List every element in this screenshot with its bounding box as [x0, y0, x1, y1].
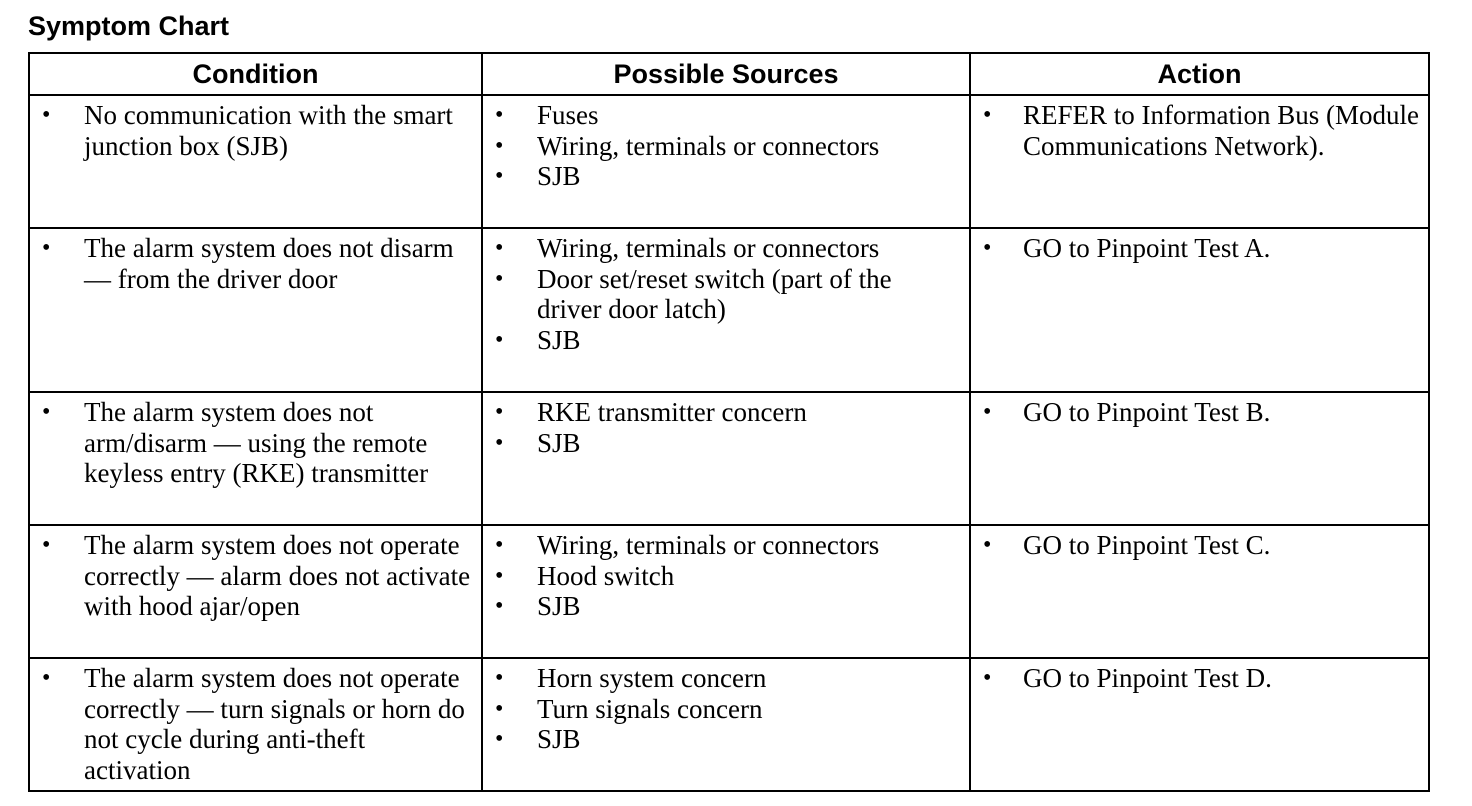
condition-cell: The alarm system does not operate correc…: [28, 657, 483, 792]
table-row: The alarm system does not operate correc…: [28, 657, 1430, 792]
action-item: GO to Pinpoint Test C.: [971, 530, 1428, 561]
sources-cell: Wiring, terminals or connectors Hood swi…: [481, 524, 971, 659]
page-title: Symptom Chart: [28, 11, 230, 41]
source-item: SJB: [483, 428, 969, 459]
sources-cell: Horn system concern Turn signals concern…: [481, 657, 971, 792]
source-item: Turn signals concern: [483, 694, 969, 725]
column-header-condition: Condition: [28, 52, 483, 96]
table-header-row: Condition Possible Sources Action: [28, 52, 1430, 96]
source-item: SJB: [483, 161, 969, 192]
sources-cell: RKE transmitter concern SJB: [481, 391, 971, 526]
table-row: The alarm system does not arm/disarm — u…: [28, 391, 1430, 526]
source-item: Wiring, terminals or connectors: [483, 233, 969, 264]
condition-cell: The alarm system does not operate correc…: [28, 524, 483, 659]
sources-cell: Wiring, terminals or connectors Door set…: [481, 227, 971, 393]
source-item: SJB: [483, 325, 969, 356]
condition-cell: The alarm system does not arm/disarm — u…: [28, 391, 483, 526]
source-item: Fuses: [483, 100, 969, 131]
source-item: Wiring, terminals or connectors: [483, 530, 969, 561]
condition-item: The alarm system does not arm/disarm — u…: [30, 397, 481, 489]
condition-item: The alarm system does not disarm — from …: [30, 233, 481, 294]
action-item: GO to Pinpoint Test A.: [971, 233, 1428, 264]
action-cell: GO to Pinpoint Test A.: [969, 227, 1430, 393]
source-item: Hood switch: [483, 561, 969, 592]
column-header-action: Action: [969, 52, 1430, 96]
action-cell: GO to Pinpoint Test D.: [969, 657, 1430, 792]
condition-cell: The alarm system does not disarm — from …: [28, 227, 483, 393]
table-row: The alarm system does not operate correc…: [28, 524, 1430, 659]
action-item: GO to Pinpoint Test B.: [971, 397, 1428, 428]
column-header-possible-sources: Possible Sources: [481, 52, 971, 96]
action-cell: GO to Pinpoint Test B.: [969, 391, 1430, 526]
action-cell: REFER to Information Bus (Module Communi…: [969, 94, 1430, 229]
sources-cell: Fuses Wiring, terminals or connectors SJ…: [481, 94, 971, 229]
source-item: SJB: [483, 591, 969, 622]
condition-item: The alarm system does not operate correc…: [30, 530, 481, 622]
action-cell: GO to Pinpoint Test C.: [969, 524, 1430, 659]
condition-item: The alarm system does not operate correc…: [30, 663, 481, 785]
action-item: GO to Pinpoint Test D.: [971, 663, 1428, 694]
source-item: Horn system concern: [483, 663, 969, 694]
table-row: The alarm system does not disarm — from …: [28, 227, 1430, 393]
symptom-chart-table: Condition Possible Sources Action No com…: [28, 52, 1430, 792]
source-item: SJB: [483, 724, 969, 755]
source-item: Wiring, terminals or connectors: [483, 131, 969, 162]
table-row: No communication with the smart junction…: [28, 94, 1430, 229]
condition-cell: No communication with the smart junction…: [28, 94, 483, 229]
action-item: REFER to Information Bus (Module Communi…: [971, 100, 1428, 161]
source-item: RKE transmitter concern: [483, 397, 969, 428]
condition-item: No communication with the smart junction…: [30, 100, 481, 161]
source-item: Door set/reset switch (part of the drive…: [483, 264, 969, 325]
